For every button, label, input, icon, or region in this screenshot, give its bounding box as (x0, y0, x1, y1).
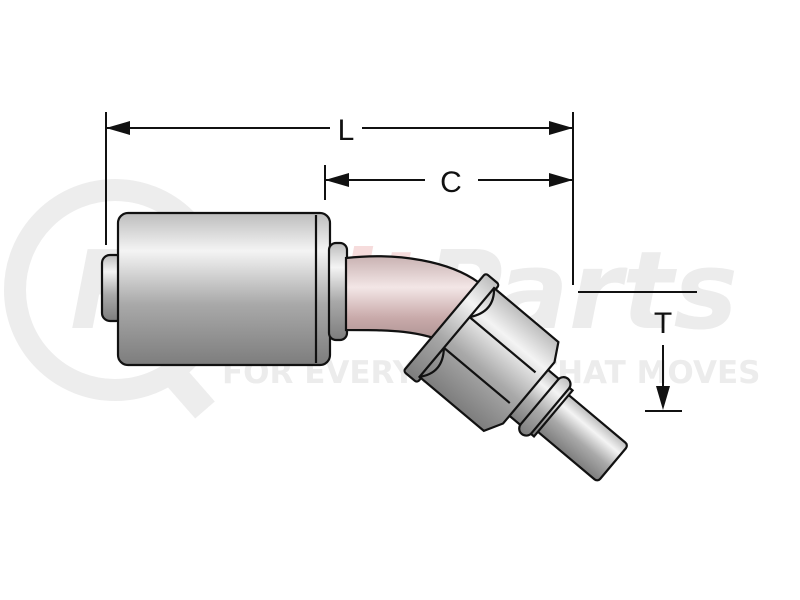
o-ring (518, 376, 572, 437)
dimension-c-label: C (440, 166, 462, 199)
arrow-right-icon (549, 121, 573, 135)
swivel-nut-assembly (403, 273, 628, 482)
arrow-down-icon (656, 386, 670, 410)
watermark-handle-icon (160, 361, 215, 419)
arrow-left-icon (106, 121, 130, 135)
arrow-left-icon (325, 173, 349, 187)
dimension-l-label: L (338, 114, 355, 147)
hose-fitting (100, 211, 628, 482)
arrow-right-icon (549, 173, 573, 187)
ferrule (116, 211, 332, 367)
dimension-t-label: T (654, 307, 672, 340)
collar (327, 241, 349, 342)
dimension-lines (105, 112, 697, 412)
